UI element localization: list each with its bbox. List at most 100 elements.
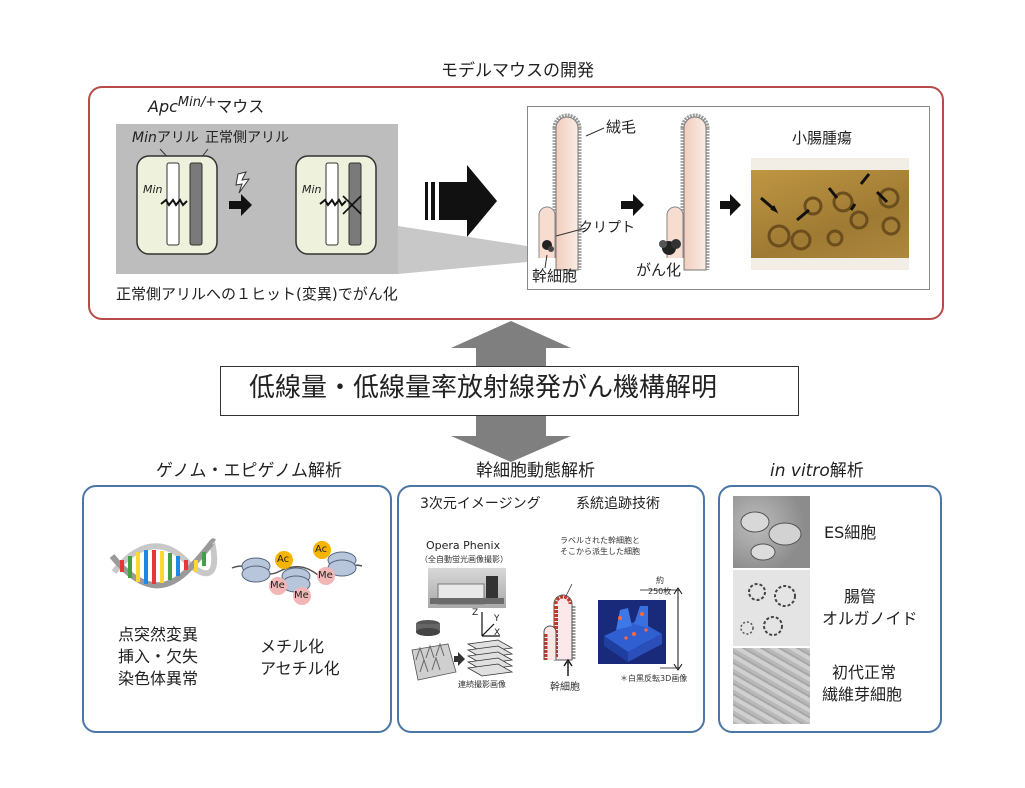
organoid-label-1: 腸管 [844, 587, 877, 606]
labeled-cells-line2: そこから派生した細胞 [560, 547, 640, 556]
apc-gene: Apc [148, 97, 178, 116]
min-allele-suffix: アリル [156, 130, 199, 146]
opera-phenix-photo [428, 568, 506, 608]
main-theme-text: 低線量・低線量率放射線発がん機構解明 [249, 373, 718, 403]
es-cell-photo [733, 496, 810, 568]
genome-panel [82, 485, 392, 733]
hit-cross-icon [342, 195, 362, 215]
big-arrow-stripe2 [431, 182, 435, 220]
stem-panel [397, 485, 705, 733]
top-section-title: モデルマウスの開発 [441, 61, 594, 81]
count-label: 250枚 [648, 587, 672, 596]
methyl-mark-2 [293, 587, 311, 605]
apc-mouse-label: ApcMin/+マウス [148, 95, 265, 117]
stem-section-title: 幹細胞動態解析 [476, 461, 595, 481]
mutation-mark-right [319, 198, 347, 207]
villus-label: 絨毛 [606, 118, 637, 136]
axis-y-label: Y [494, 614, 500, 624]
methyl-mark-1 [269, 577, 287, 595]
me-label-2: Me [294, 590, 309, 601]
inverted-note: ＊白黒反転3D画像 [620, 674, 688, 683]
organoid-label-2: オルガノイド [822, 609, 918, 628]
labeled-villus [553, 594, 573, 661]
normal-chromosome-right [348, 162, 362, 246]
big-arrow-right [439, 165, 497, 237]
me-label-3: Me [318, 570, 333, 581]
epigenome-item-2: アセチル化 [260, 659, 340, 678]
axis-z-label: Z [472, 608, 479, 618]
imaging-title: 3次元イメージング [420, 496, 541, 512]
min-allele-italic: Min [132, 130, 157, 146]
labeled-cells-pointer [565, 583, 573, 597]
device-note: （全自動蛍光画像撮影） [420, 555, 508, 564]
labeled-cells-line1: ラベルされた幹細胞と [560, 536, 640, 545]
min-chromosome-right [325, 162, 339, 246]
stem-cell-label: 幹細胞 [532, 267, 578, 285]
arrow-right-mid [621, 194, 644, 216]
approx-label: 約 [656, 576, 664, 585]
organoid-photo [733, 570, 810, 646]
axis-x-label: X [494, 628, 501, 638]
arrow-right-photo [720, 194, 741, 216]
fibroblast-label-1: 初代正常 [832, 663, 897, 682]
one-hit-caption: 正常側アリルへの１ヒット(変異)でがん化 [116, 285, 398, 303]
arrow-down-grey [451, 416, 571, 462]
fibroblast-photo [733, 648, 810, 724]
crypt-label: クリプト [579, 220, 635, 236]
min-allele-label: Minアリル [132, 130, 199, 146]
serial-images-label: 連続撮影画像 [458, 680, 506, 689]
villus-left-edge [552, 113, 582, 129]
apc-superscript: Min/+ [177, 95, 217, 110]
villus-pointer [585, 127, 605, 137]
ac-label-2: Ac [315, 544, 328, 555]
tissue-3d-icon [411, 642, 457, 681]
invitro-section-title: in vitro解析 [770, 461, 864, 482]
cancer-label: がん化 [636, 261, 682, 279]
main-theme-banner [220, 366, 799, 416]
tracking-title: 系統追跡技術 [576, 496, 660, 512]
normal-chromosome-left [189, 162, 203, 246]
radiation-bolt-icon [235, 171, 251, 194]
stem-cell-sub-label: 幹細胞 [550, 682, 580, 693]
genome-section-title: ゲノム・エピゲノム解析 [156, 461, 342, 481]
stem-cell-arrow-up [563, 658, 573, 676]
axis-y [481, 623, 495, 637]
serial-image-stack [466, 639, 514, 677]
arrow-right-stack [454, 652, 465, 666]
acetyl-mark-1 [275, 551, 293, 569]
device-name: Opera Phenix [426, 539, 501, 552]
normal-allele-label: 正常側アリル [205, 130, 289, 146]
ac-label-1: Ac [277, 554, 290, 565]
min-chromosome-left [166, 162, 180, 246]
invitro-suffix: 解析 [829, 461, 864, 481]
villus-right [683, 116, 707, 271]
tumor-title: 小腸腫瘍 [792, 129, 853, 147]
model-mouse-panel [88, 86, 944, 320]
invitro-italic: in vitro [770, 461, 830, 481]
fibroblast-label-2: 繊維芽細胞 [822, 685, 903, 704]
crypt-pointer [555, 227, 587, 237]
mutation-mark-left [160, 198, 188, 207]
stem-cell-pointer [544, 254, 548, 269]
intestinal-tumor-photo [751, 158, 909, 270]
acetyl-mark-2 [313, 541, 331, 559]
mouse-suffix: マウス [216, 97, 265, 116]
es-cell-label: ES細胞 [824, 523, 877, 542]
arrow-up-grey [451, 321, 571, 366]
methyl-mark-3 [317, 567, 335, 585]
epigenome-item-1: メチル化 [260, 637, 325, 656]
3d-reconstruction-image [598, 600, 666, 664]
arrow-right-small [229, 194, 252, 216]
genome-item-1: 点突然変異 [118, 625, 199, 644]
genome-item-3: 染色体異常 [118, 669, 199, 688]
min-mark-left: Min [143, 183, 163, 196]
big-arrow-stripe1 [425, 182, 428, 220]
zoom-projection [398, 226, 527, 274]
min-mark-right: Min [302, 183, 322, 196]
